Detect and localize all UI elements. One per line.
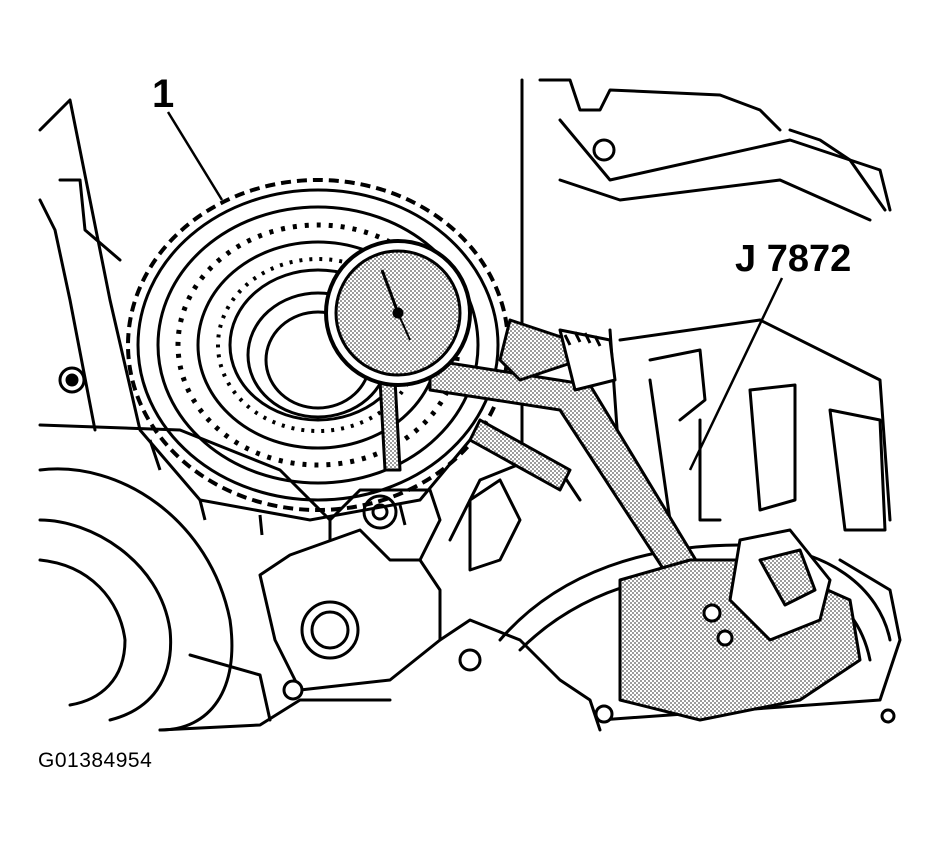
bolt-holes [58, 138, 896, 724]
figure-id-label: G01384954 [38, 749, 153, 772]
callout-1-label: 1 [152, 72, 175, 116]
leader-lines [166, 111, 784, 471]
tool-callout-label: J 7872 [735, 238, 852, 280]
dial-indicator-j7872 [324, 239, 862, 722]
